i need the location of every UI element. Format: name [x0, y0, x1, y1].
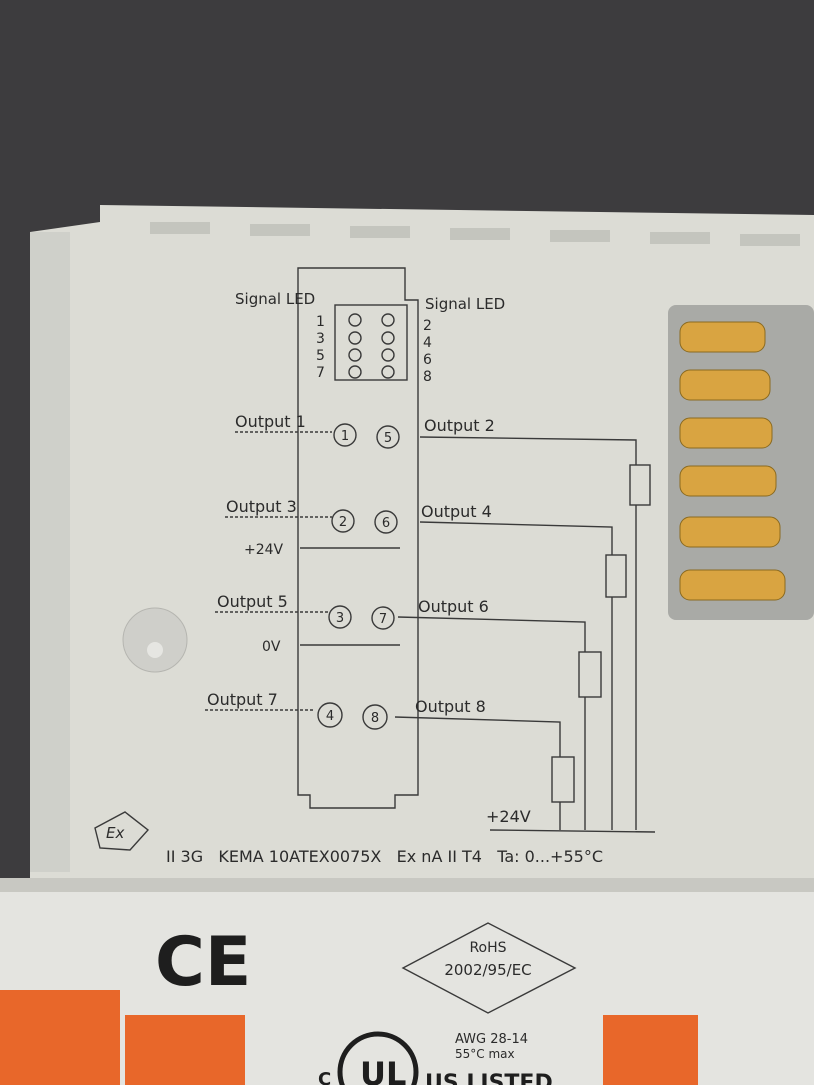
terminal-number: 5: [384, 431, 392, 446]
ul-listed: US LISTED: [425, 1071, 553, 1085]
led-number: 1: [316, 314, 325, 330]
led-number: 3: [316, 331, 325, 347]
wiring-diagram: Signal LED Signal LED 1 3 5 7 2 4 6 8: [205, 267, 656, 833]
output-label: Output 7: [207, 690, 278, 709]
ul-c-mark: C: [318, 1069, 331, 1085]
terminal-circles: [317, 423, 400, 730]
ul-mark: UL: [360, 1055, 406, 1085]
rohs-directive: 2002/95/EC: [444, 961, 531, 979]
led-number: 5: [316, 348, 325, 364]
signal-led-right-label: Signal LED: [425, 295, 505, 313]
output-label: Output 5: [217, 592, 288, 611]
ex-mark: Ex: [106, 824, 124, 842]
output-label: Output 4: [421, 502, 492, 521]
ce-mark: CE: [155, 923, 251, 1002]
gold-contacts: [679, 321, 786, 601]
module-seam: [0, 878, 814, 892]
terminal-number: 1: [341, 429, 349, 444]
rohs-title: RoHS: [469, 940, 506, 956]
led-number: 8: [423, 369, 432, 385]
terminal-number: 8: [371, 711, 379, 726]
orange-tab: [0, 990, 120, 1085]
orange-tab: [125, 1015, 245, 1085]
output-label: Output 6: [418, 597, 489, 616]
led-symbols: [348, 313, 395, 379]
terminal-number: 2: [339, 515, 347, 530]
terminal-number: 6: [382, 516, 390, 531]
output-label: Output 2: [424, 416, 495, 435]
top-vents: [150, 222, 800, 246]
terminal-number: 7: [379, 612, 387, 627]
terminal-module-body: [30, 205, 814, 880]
release-button: [122, 607, 188, 673]
release-button-center: [147, 642, 163, 658]
plus24v-label: +24V: [244, 542, 284, 558]
rohs-diamond: [401, 922, 577, 1014]
orange-tab: [603, 1015, 698, 1085]
plus24v-bottom-label: +24V: [486, 807, 531, 826]
ex-hexagon: [94, 811, 150, 851]
output-label: Output 1: [235, 412, 306, 431]
temp-rating: 55°C max: [455, 1047, 515, 1061]
terminal-number: 4: [326, 709, 334, 724]
zero-v-label: 0V: [262, 639, 281, 655]
led-number: 6: [423, 352, 432, 368]
ul-logo: [337, 1031, 419, 1085]
signal-led-left-label: Signal LED: [235, 290, 315, 308]
awg-rating: AWG 28-14: [455, 1032, 528, 1047]
output-label: Output 3: [226, 497, 297, 516]
led-number: 4: [423, 335, 432, 351]
led-number: 7: [316, 365, 325, 381]
led-number: 2: [423, 318, 432, 334]
terminal-number: 3: [336, 611, 344, 626]
module-side-edge: [30, 232, 70, 872]
certification-text: II 3G KEMA 10ATEX0075X Ex nA II T4 Ta: 0…: [166, 847, 603, 866]
output-label: Output 8: [415, 697, 486, 716]
